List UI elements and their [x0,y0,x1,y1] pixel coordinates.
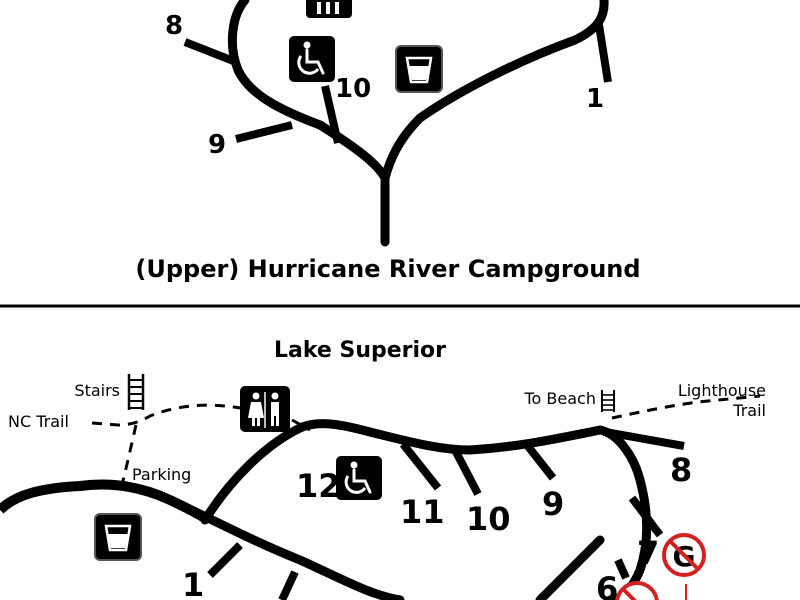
upper-loop-road-east [380,0,609,183]
lower-site-spur-10 [451,448,482,496]
stairs-icon [127,374,145,410]
lower-site-spur-7 [628,495,664,538]
restroom-icon [306,0,352,18]
upper-site-spur-8 [183,38,238,66]
lower-site-spur-6 [614,558,630,580]
nc-trail-label: NC Trail [8,412,69,431]
lower-loop-road [200,419,652,600]
lower-loop-road-inner [165,495,405,600]
upper-site-spur-10 [321,85,342,144]
upper-loop-road [227,0,390,247]
lower-site-spur-1 [207,542,243,578]
lower-site-7-label: 7 [637,534,659,572]
nc-trail-path [91,403,241,427]
lower-water-icon [94,513,142,561]
upper-site-8-label: 8 [165,11,183,41]
lower-trail-to-restroom [291,418,311,432]
lower-site-spur-9 [523,442,557,481]
lower-site-8-label: 8 [670,451,692,489]
upper-site-10-label: 10 [335,74,371,104]
lower-site-1-label: 1 [182,566,204,600]
lighthouse-trail-label-line2: Trail [732,401,766,420]
upper-campground: 8 10 9 1 (Upper) Hurricane River Campgro… [135,0,641,283]
to-beach-label: To Beach [524,389,597,408]
lower-site-spur-11 [399,441,442,491]
no-generator-icon: G [662,533,706,600]
lower-site-10-label: 10 [466,500,511,538]
upper-site-1-label: 1 [586,84,604,114]
upper-site-spur-9 [235,121,293,143]
stairs-label: Stairs [74,381,120,400]
water-icon [395,45,443,93]
upper-site-9-label: 9 [208,130,226,160]
lower-site-6-label: 6 [596,570,618,600]
lower-site-spur-8 [604,428,685,450]
accessible-icon [289,36,335,82]
lower-restroom-icon [240,386,290,432]
lower-loop-road-inner-east [535,535,605,600]
lower-accessible-icon [336,456,382,500]
lower-site-11-label: 11 [400,493,445,531]
upper-campground-title: (Upper) Hurricane River Campground [135,255,640,283]
upper-site-spur-1 [595,24,612,83]
lower-site-12-label: 12 [296,467,341,505]
no-generator-icon-2 [615,581,659,600]
beach-stairs-icon [601,390,615,412]
lower-campground: Lake Superior 12 11 10 9 8 7 6 1 Stairs … [0,338,766,600]
lighthouse-trail-label: Lighthouse [678,381,766,400]
lake-superior-label: Lake Superior [274,338,446,363]
parking-label: Parking [132,465,191,484]
lower-site-spur-2 [278,570,299,600]
lower-site-9-label: 9 [542,485,564,523]
